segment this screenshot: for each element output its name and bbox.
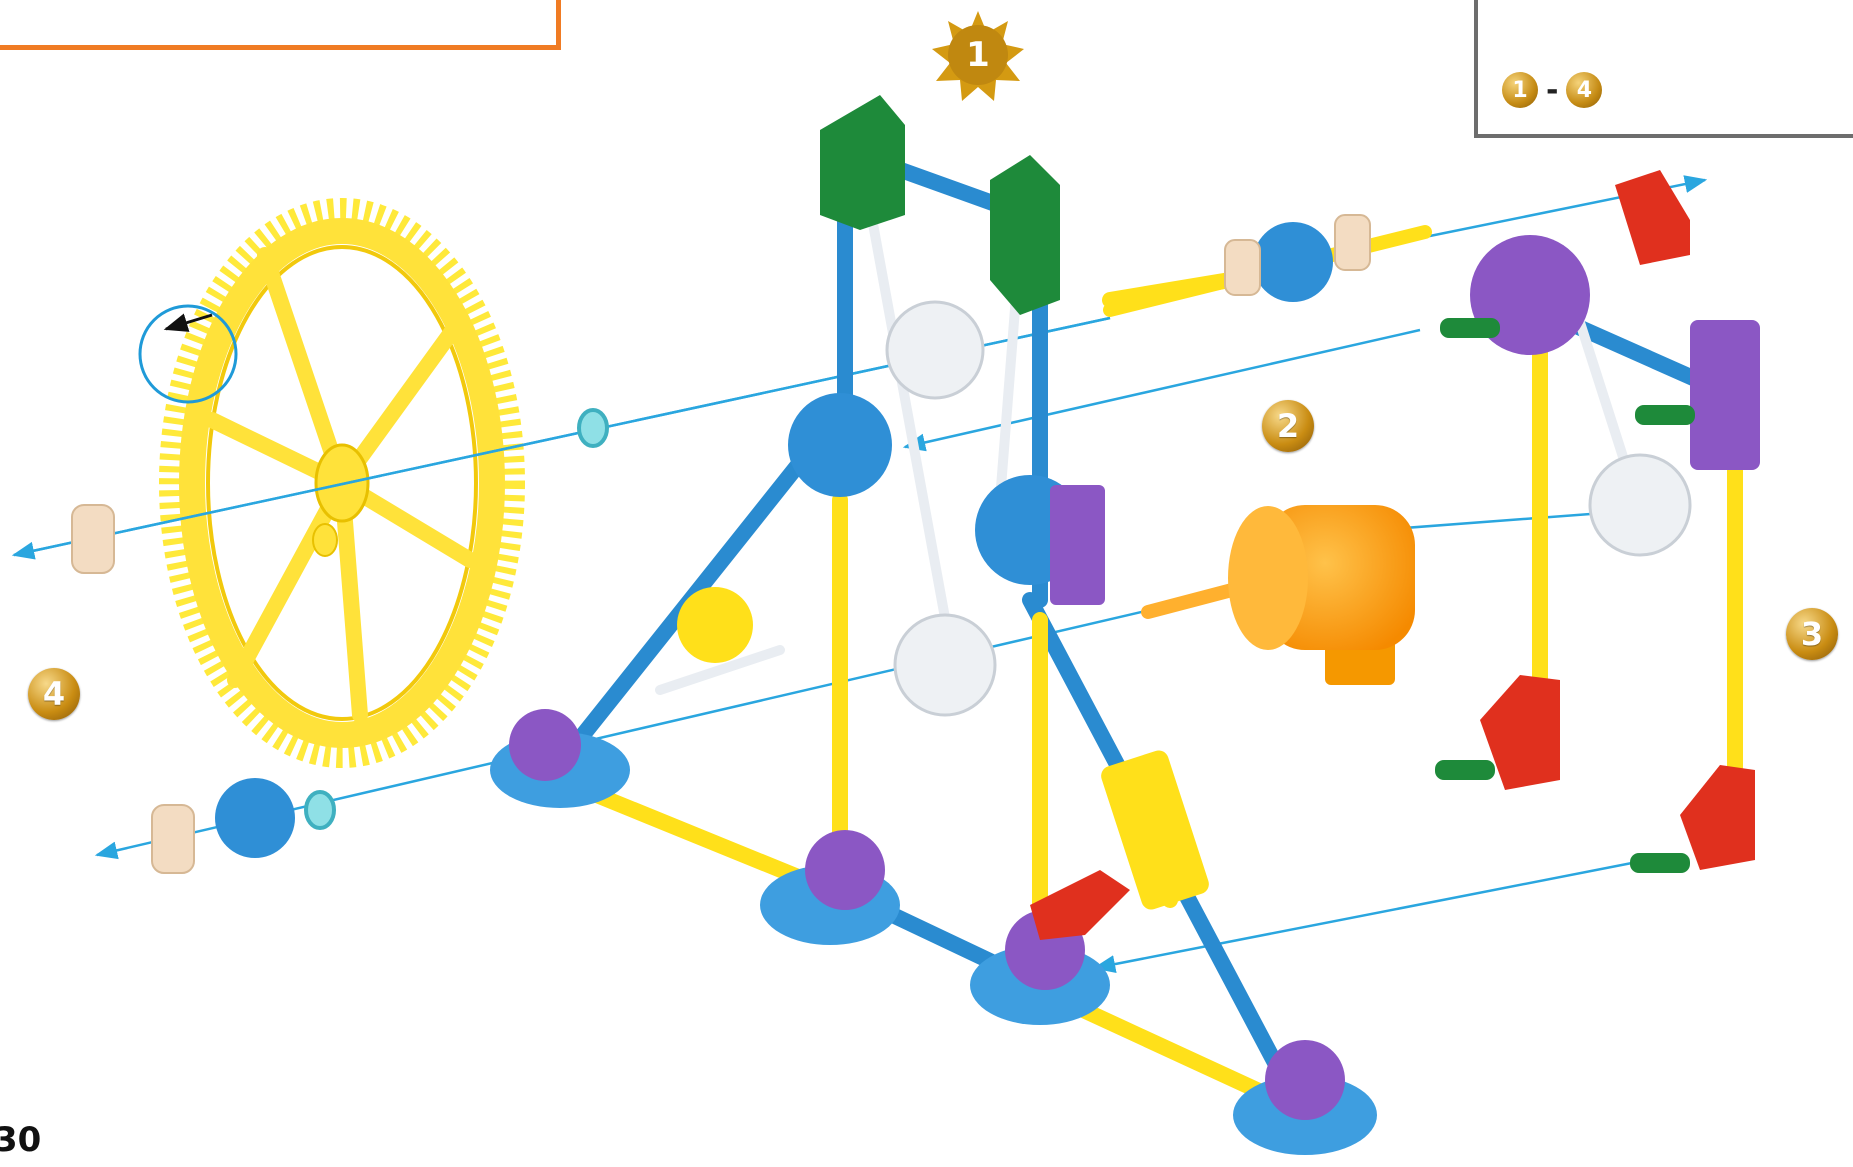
step-1-badge: 1: [935, 12, 1021, 98]
end-clip: [72, 505, 114, 573]
blue-connector: [788, 393, 892, 497]
step-4-badge: 4: [28, 668, 80, 720]
red-connector: [1680, 765, 1755, 870]
purple-connector: [1265, 1040, 1345, 1120]
motor: [1148, 505, 1415, 685]
small-blue-gear: [215, 778, 295, 858]
white-connector: [887, 302, 983, 398]
purple-connector: [805, 830, 885, 910]
purple-connector: [1050, 485, 1105, 605]
connectors: [490, 95, 1760, 1155]
purple-connector: [1690, 320, 1760, 470]
spacer-ring: [579, 410, 607, 446]
page-number: 30: [0, 1120, 41, 1160]
green-pegs: [1435, 318, 1695, 873]
purple-connector: [509, 709, 581, 781]
white-connector: [1590, 455, 1690, 555]
clip: [1225, 240, 1260, 295]
step-3-badge: 3: [1786, 608, 1838, 660]
top-axle-assembly: [1110, 215, 1425, 310]
yellow-small-gear: [677, 587, 753, 663]
clip: [1335, 215, 1370, 270]
green-connector: [820, 95, 905, 230]
end-clip: [152, 805, 194, 873]
green-connector: [990, 155, 1060, 315]
white-connector: [895, 615, 995, 715]
blue-gear: [1253, 222, 1333, 302]
step-2-badge: 2: [1262, 400, 1314, 452]
spacer-ring: [306, 792, 334, 828]
